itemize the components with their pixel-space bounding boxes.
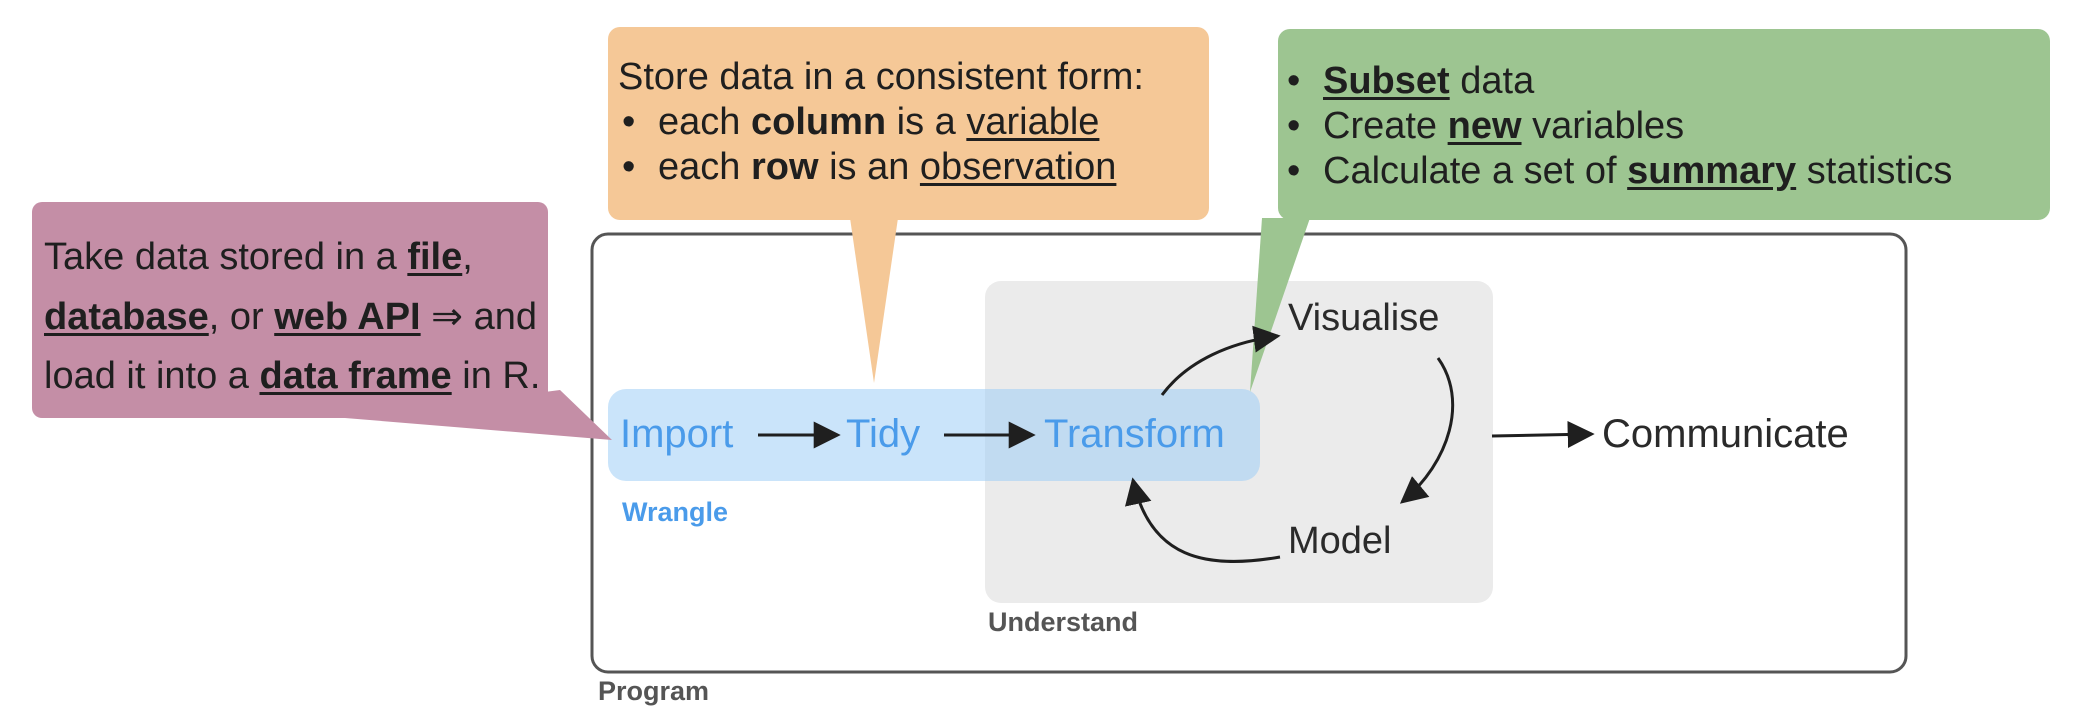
import-text: load it into a bbox=[44, 355, 260, 398]
import-callout-line-1: Take data stored in a file, bbox=[44, 228, 544, 288]
tidy-text: is a bbox=[886, 100, 967, 143]
import-callout-line-2: database, or web API ⇒ and bbox=[44, 288, 544, 348]
import-text: Take data stored in a bbox=[44, 236, 408, 278]
tidy-text: is an bbox=[818, 145, 920, 188]
transform-bullet-summary: Calculate a set of summary statistics bbox=[1283, 149, 2043, 194]
group-label-wrangle: Wrangle bbox=[622, 497, 728, 527]
node-import: Import bbox=[620, 412, 733, 456]
tidy-bullet-row: each row is an observation bbox=[618, 145, 1198, 190]
tidy-callout: Store data in a consistent form: each co… bbox=[618, 55, 1198, 189]
program-frame bbox=[590, 232, 1908, 674]
import-callout: Take data stored in a file, database, or… bbox=[44, 228, 544, 407]
transform-text: Create bbox=[1323, 104, 1448, 147]
subset-term: Subset bbox=[1323, 60, 1450, 102]
node-communicate: Communicate bbox=[1602, 412, 1849, 456]
import-text: , bbox=[462, 236, 473, 278]
wrangle-band bbox=[608, 389, 1260, 481]
transform-callout-list: Subset data Create new variables Calcula… bbox=[1283, 59, 2043, 193]
transform-text: Calculate a set of bbox=[1323, 149, 1628, 192]
group-label-understand: Understand bbox=[988, 607, 1138, 637]
model-to-transform-arrow bbox=[1125, 477, 1281, 563]
tidy-text: each bbox=[658, 100, 751, 143]
visualise-to-model-arrow bbox=[1399, 357, 1455, 504]
summary-term: summary bbox=[1627, 149, 1797, 192]
transform-text: data bbox=[1449, 60, 1535, 102]
transform-to-visualise-arrow bbox=[1160, 325, 1281, 396]
transform-bullet-subset: Subset data bbox=[1283, 59, 2043, 104]
import-text: , or bbox=[208, 295, 275, 338]
tidy-callout-list: each column is a variable each row is an… bbox=[618, 100, 1198, 190]
new-term: new bbox=[1447, 104, 1522, 147]
group-label-program: Program bbox=[598, 676, 709, 706]
node-visualise: Visualise bbox=[1288, 297, 1439, 339]
import-callout-shape bbox=[32, 202, 612, 440]
tidy-bullet-column: each column is a variable bbox=[618, 100, 1198, 145]
to-communicate-arrow bbox=[1491, 420, 1595, 448]
import-callout-line-3: load it into a data frame in R. bbox=[44, 347, 544, 407]
web-api-term: web API bbox=[274, 295, 421, 338]
file-term: file bbox=[407, 236, 463, 278]
node-tidy: Tidy bbox=[846, 412, 920, 456]
row-term: row bbox=[750, 145, 819, 188]
tidy-text: each bbox=[658, 145, 751, 188]
import-text: ⇒ and bbox=[420, 295, 537, 338]
node-model: Model bbox=[1288, 520, 1392, 562]
data-frame-term: data frame bbox=[259, 355, 452, 398]
node-transform: Transform bbox=[1044, 412, 1225, 456]
transform-callout: Subset data Create new variables Calcula… bbox=[1283, 59, 2043, 193]
transform-text: statistics bbox=[1796, 149, 1953, 192]
transform-bullet-new: Create new variables bbox=[1283, 104, 2043, 149]
column-term: column bbox=[750, 100, 887, 143]
database-term: database bbox=[44, 295, 209, 338]
observation-term: observation bbox=[919, 145, 1117, 188]
tidy-callout-heading: Store data in a consistent form: bbox=[618, 56, 1144, 98]
transform-text: variables bbox=[1521, 104, 1685, 147]
variable-term: variable bbox=[966, 100, 1100, 143]
import-text: in R. bbox=[451, 355, 541, 398]
